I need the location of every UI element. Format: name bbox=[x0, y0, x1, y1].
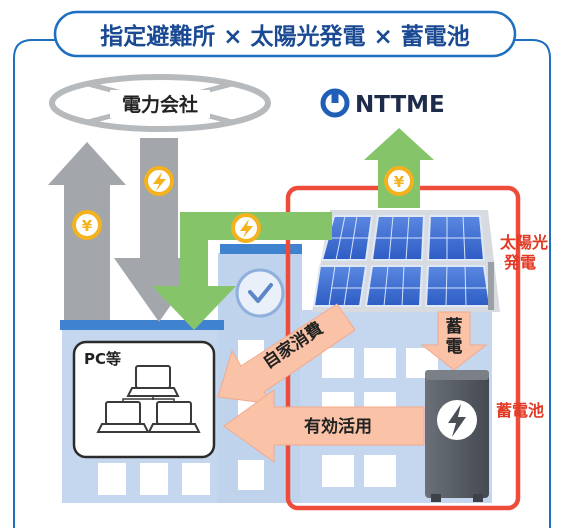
nttme-logo-icon bbox=[320, 88, 350, 118]
charge-arrow bbox=[420, 311, 488, 371]
self-consumption-arrow bbox=[217, 303, 356, 405]
battery bbox=[425, 370, 489, 502]
laptop-icon bbox=[126, 365, 180, 397]
laptop-icon bbox=[96, 401, 150, 433]
title-banner: 指定避難所 × 太陽光発電 × 蓄電池 bbox=[53, 10, 517, 58]
battery-lightning-icon bbox=[437, 400, 477, 440]
pc-box: PC等 bbox=[72, 340, 216, 459]
brand-text: NTTME bbox=[355, 92, 445, 118]
solar-label-line1: 太陽光 bbox=[499, 233, 548, 252]
laptop-icon bbox=[147, 401, 201, 433]
lightning-bolt-icon bbox=[144, 166, 174, 196]
svg-text:¥: ¥ bbox=[82, 217, 93, 235]
effective-use-arrow bbox=[223, 389, 425, 463]
pc-box-label: PC等 bbox=[84, 350, 121, 368]
solar-label-line2: 発電 bbox=[503, 253, 536, 272]
outer-frame bbox=[13, 39, 551, 528]
effective-use-label: 有効活用 bbox=[304, 416, 372, 437]
lightning-bolt-icon bbox=[231, 213, 261, 243]
title-text: 指定避難所 × 太陽光発電 × 蓄電池 bbox=[100, 23, 470, 50]
svg-text:¥: ¥ bbox=[394, 173, 405, 191]
power-company: 電力会社 bbox=[49, 74, 271, 132]
charge-label-char2: 電 bbox=[446, 337, 463, 357]
brand-logo: NTTME bbox=[320, 88, 445, 118]
yen-coin-icon: ¥ bbox=[72, 210, 102, 240]
power-company-label: 電力会社 bbox=[122, 93, 198, 116]
clock-icon bbox=[235, 268, 285, 318]
yen-coin-icon: ¥ bbox=[384, 166, 414, 196]
green-arrow-branch bbox=[152, 212, 332, 330]
pink-arrows bbox=[217, 303, 488, 463]
solar-panels bbox=[312, 210, 500, 312]
charge-label-char1: 蓄 bbox=[446, 316, 463, 337]
battery-label: 蓄電池 bbox=[496, 401, 544, 420]
